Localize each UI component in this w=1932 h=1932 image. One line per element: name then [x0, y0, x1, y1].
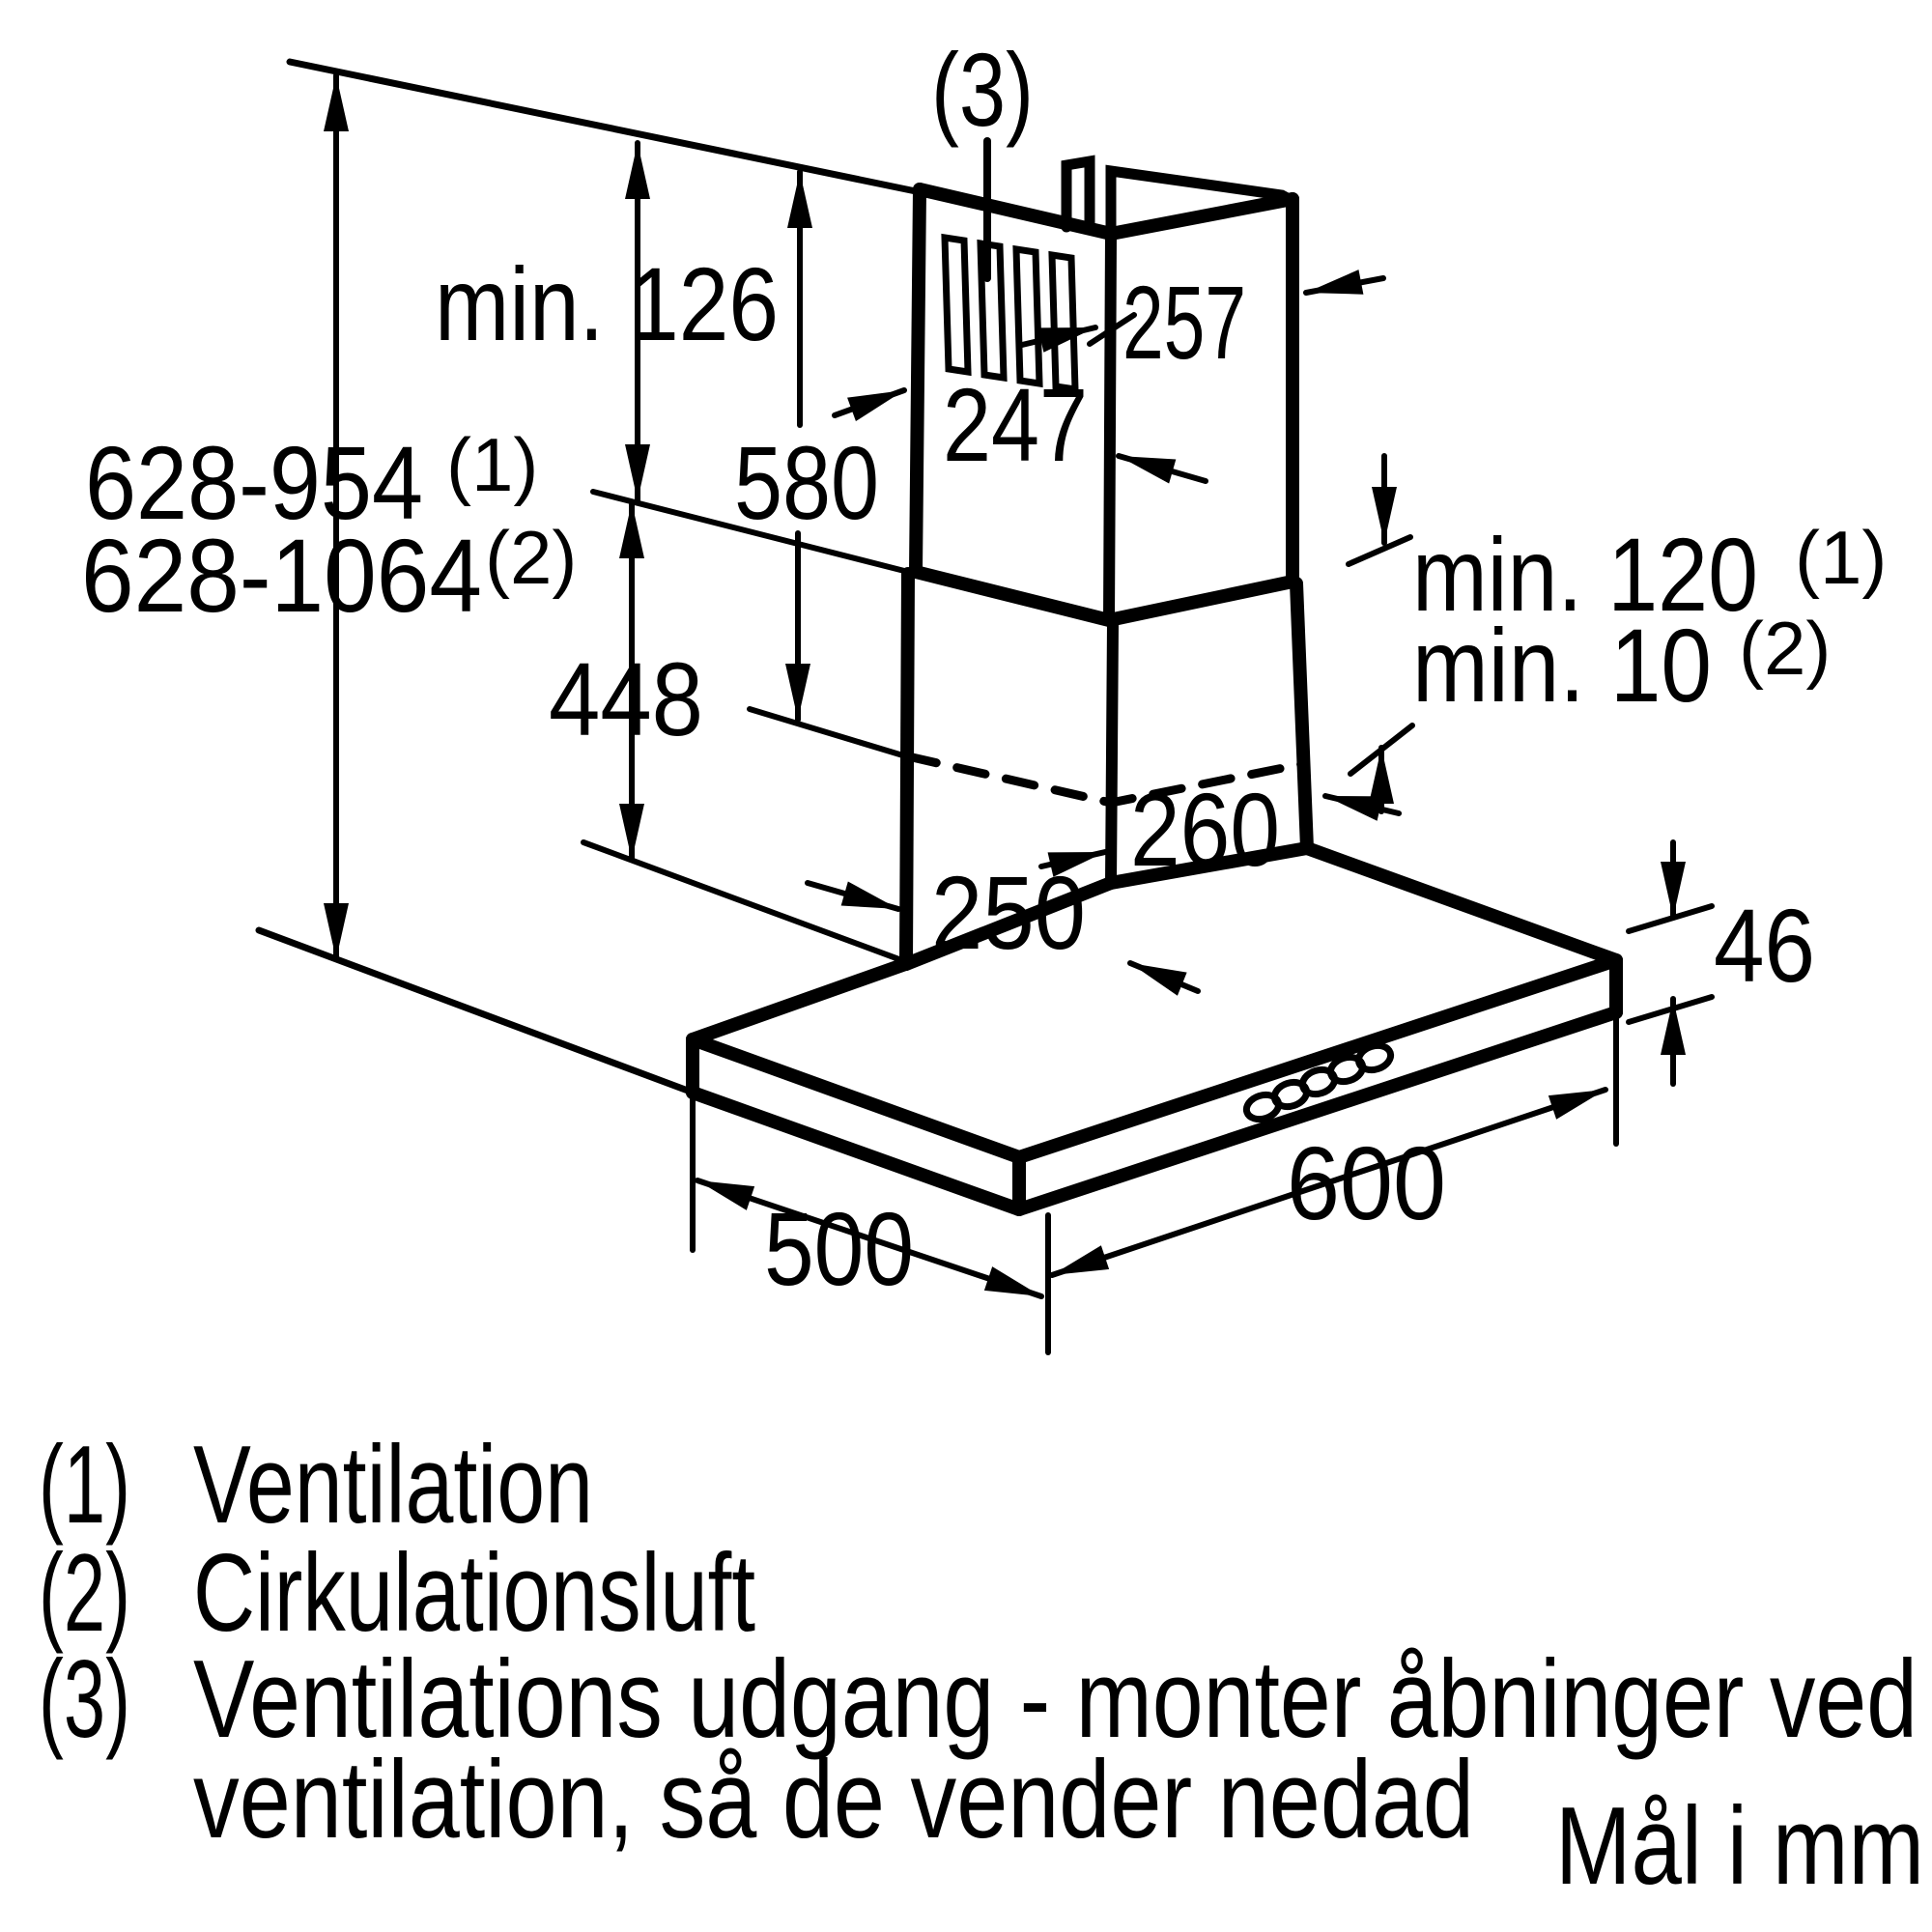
label-total-height-ventilation-note: (1)	[446, 422, 538, 507]
ceiling-reference-line	[286, 58, 920, 195]
arrowhead	[785, 664, 810, 720]
wall-reference-line	[255, 926, 692, 1094]
duct-joint-side-edge	[1102, 575, 1299, 627]
lower-duct-bottom-front-edge	[899, 876, 1118, 971]
duct-bottom-extension-line	[581, 839, 907, 964]
label-canopy-width: 600	[1287, 1124, 1446, 1241]
arrowhead	[1306, 270, 1364, 295]
units-note: Mål i mm	[1555, 1785, 1924, 1908]
label-canopy-depth: 500	[764, 1190, 914, 1307]
arrowhead	[1661, 862, 1686, 918]
upper-duct-top-side-edge	[1104, 192, 1299, 241]
arrowhead	[847, 390, 904, 422]
legend-1-number: (1)	[39, 1424, 130, 1547]
legend-2-text: Cirkulationsluft	[193, 1532, 755, 1655]
arrowhead	[787, 172, 812, 228]
canopy	[686, 841, 1623, 1216]
thickness-top-tick	[1626, 903, 1715, 934]
label-lower-flue-height: 448	[549, 640, 703, 757]
label-min-overlap-ventilation: min. 120	[1412, 516, 1758, 633]
arrowhead	[1548, 1090, 1605, 1120]
lower-duct-front-left-edge	[899, 567, 915, 971]
arrowhead	[1047, 852, 1105, 877]
arrowhead	[1130, 963, 1187, 996]
label-canopy-thickness: 46	[1714, 887, 1815, 1004]
label-total-height-recirculation: 628-1064	[81, 517, 482, 634]
arrowhead	[625, 444, 650, 500]
arrowhead	[1369, 748, 1394, 804]
label-total-height-ventilation: 628-954	[85, 424, 423, 541]
canopy-back-right-edge	[1300, 841, 1623, 967]
legend-2-number: (2)	[39, 1532, 130, 1655]
vent-slot	[941, 233, 972, 377]
arrowhead	[625, 143, 650, 199]
arrowhead	[324, 75, 349, 131]
legend-3-number: (3)	[39, 1638, 130, 1761]
control-buttons	[1242, 1041, 1395, 1123]
telescopic-overlap-dashed-line	[903, 752, 1307, 808]
label-lower-flue-width: 250	[931, 854, 1086, 971]
arrowhead	[619, 502, 644, 558]
vent-slot	[1012, 244, 1043, 388]
canopy-back-left-edge	[686, 956, 915, 1046]
dim-line-600	[1049, 1087, 1608, 1278]
dimension-labels: 628-954 (1) 628-1064 (2) min. 126 580 44…	[81, 31, 1887, 1307]
canopy-front-left-face	[693, 1039, 1019, 1209]
upper-duct-front-left-edge	[909, 183, 926, 579]
label-total-height-recirculation-note: (2)	[485, 515, 577, 600]
arrowhead	[619, 804, 644, 860]
label-min-overlap-ventilation-note: (1)	[1795, 515, 1887, 600]
lower-duct-side-face	[1111, 582, 1307, 883]
legend-3-text-continued: ventilation, så de vender nedad	[193, 1739, 1474, 1861]
label-min-overlap-recirculation-note: (2)	[1739, 606, 1831, 691]
upper-duct-side-face	[1109, 199, 1293, 620]
label-vent-outlet-ref: (3)	[931, 31, 1034, 148]
joint-extension-line	[590, 489, 919, 577]
upper-duct-front-right-edge	[1103, 228, 1117, 626]
canopy-top-left-edge	[686, 1033, 1026, 1164]
front-right-edge-tick	[1087, 312, 1137, 347]
legend-3-text: Ventilations udgang - monter åbninger ve…	[193, 1638, 1918, 1761]
legend: (1) Ventilation (2) Cirkulationsluft (3)…	[39, 1424, 1924, 1908]
arrowhead	[1661, 999, 1686, 1055]
lower-duct-bottom-right-edge	[1104, 841, 1314, 890]
arrowhead	[983, 1266, 1041, 1296]
canopy-bottom-right-edge	[1012, 1006, 1623, 1216]
label-flue-depth-top: 257	[1122, 264, 1246, 381]
label-flue-width-top: 247	[943, 366, 1088, 483]
upper-duct-top-front-edge	[913, 183, 1118, 241]
canopy-top-right-edge	[1012, 953, 1623, 1164]
dim-line-500	[695, 1178, 1044, 1299]
legend-1-text: Ventilation	[193, 1424, 593, 1547]
back-panel-notch	[1061, 155, 1095, 233]
control-button	[1354, 1041, 1395, 1074]
arrowhead	[1325, 796, 1383, 821]
lower-duct-front-right-edge	[1105, 616, 1119, 889]
arrowhead	[1119, 456, 1177, 484]
arrowhead	[840, 881, 898, 909]
arrowhead	[1372, 487, 1397, 543]
arrowhead	[1037, 327, 1095, 353]
label-min-overlap-recirculation: min. 10	[1412, 607, 1712, 724]
arrowhead	[1052, 1245, 1110, 1275]
canopy-top-face	[693, 842, 1616, 1157]
upper-flue-duct	[909, 137, 1299, 627]
label-upper-flue-height: 580	[734, 424, 879, 541]
label-lower-flue-depth: 260	[1130, 771, 1280, 888]
duct-joint-front-edge	[909, 565, 1116, 627]
overlap-top-tick	[1346, 534, 1413, 567]
arrowhead	[697, 1180, 755, 1210]
lower-duct-back-right-edge	[1290, 577, 1314, 855]
dashed-level-extension-line	[747, 706, 909, 759]
dimension-lines	[324, 72, 1686, 1299]
arrowhead	[324, 903, 349, 959]
canopy-front-right-face	[1019, 960, 1616, 1209]
canopy-bottom-left-edge	[686, 1086, 1026, 1216]
label-min-ceiling-clearance: min. 126	[435, 245, 779, 362]
vent-slot	[977, 239, 1008, 383]
